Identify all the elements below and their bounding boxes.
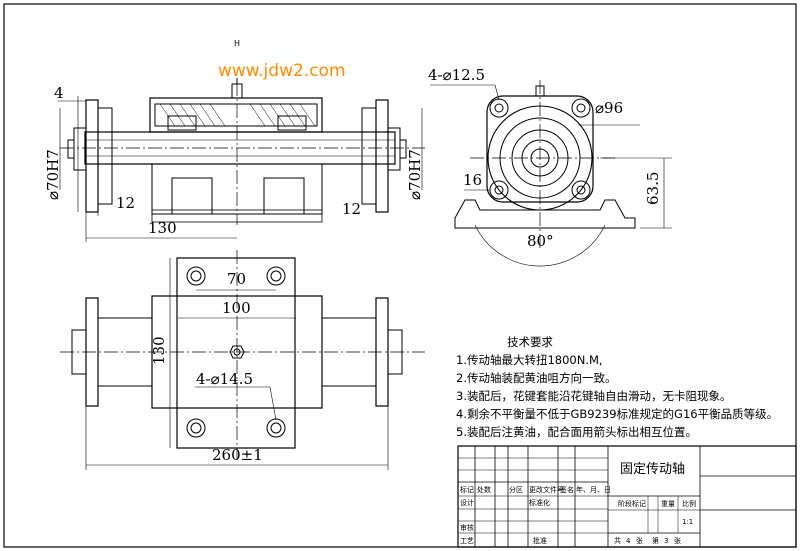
side-dim-holes: 4-⌀12.5 — [428, 66, 485, 84]
tb-unit2: 张 — [674, 536, 681, 545]
plan-dim-260: 260±1 — [212, 446, 263, 464]
tb-approve: 批准 — [533, 536, 547, 545]
tb-no: 3 — [664, 537, 668, 545]
title-block — [457, 445, 797, 548]
tech-requirements: 技术要求 1.传动轴最大转扭1800N.M, 2.传动轴装配黄油咀方向一致。 3… — [456, 335, 778, 439]
plan-dim-70: 70 — [227, 270, 246, 288]
tb-h-docno: 更改文件号 — [529, 485, 564, 494]
plan-view: 70 100 130 4-⌀14.5 260±1 — [60, 250, 425, 470]
tb-review: 审核 — [460, 523, 474, 532]
sheet-border — [3, 3, 797, 548]
tb-stage-label: 阶段标记 — [618, 499, 646, 508]
tb-scale-value: 1:1 — [682, 518, 693, 526]
tech-req-item: 4.剩余不平衡量不低于GB9239标准规定的G16平衡品质等级。 — [456, 407, 778, 421]
watermark: www.jdw2.com — [218, 61, 346, 81]
tb-std: 标准化 — [529, 498, 550, 507]
front-dim-phi70-left: ⌀70H7 — [44, 149, 62, 200]
plan-dim-130: 130 — [150, 336, 168, 365]
front-dim-130: 130 — [148, 219, 177, 237]
front-dim-4: 4 — [54, 84, 64, 102]
tech-req-title: 技术要求 — [507, 335, 553, 349]
title-block-text: 固定传动轴 标记 处数 分区 更改文件号 签名 年、月、日 设计 标准化 审核 … — [460, 462, 696, 545]
tb-design: 设计 — [460, 498, 474, 507]
tb-h-mark: 标记 — [460, 485, 474, 494]
side-dim-phi96: ⌀96 — [595, 99, 623, 117]
side-dim-63-5: 63.5 — [644, 172, 662, 205]
tb-scale-label: 比例 — [682, 499, 696, 508]
part-name: 固定传动轴 — [620, 462, 685, 477]
side-dim-angle: 80° — [527, 232, 554, 250]
tb-h-date: 年、月、日 — [576, 485, 611, 494]
front-view: 4 ⌀70H7 ⌀70H7 12 12 130 — [44, 78, 425, 242]
plan-dim-holes: 4-⌀14.5 — [196, 370, 253, 388]
tb-h-sign: 签名 — [560, 485, 574, 494]
tech-req-item: 2.传动轴装配黄油咀方向一致。 — [456, 371, 616, 385]
tech-req-item: 1.传动轴最大转扭1800N.M, — [456, 353, 603, 367]
top-mark: H — [234, 39, 240, 48]
tb-unit1: 张 — [636, 536, 643, 545]
tb-weight-label: 重量 — [661, 500, 675, 508]
tb-process: 工艺 — [460, 537, 474, 545]
tb-h-count: 处数 — [477, 485, 491, 494]
plan-dim-100: 100 — [222, 299, 251, 317]
tb-total: 4 — [626, 537, 631, 545]
front-dim-12-right: 12 — [342, 200, 361, 218]
tech-req-item: 5.装配后注黄油，配合面用箭头标出相互位置。 — [456, 425, 697, 439]
front-dim-12-left: 12 — [116, 194, 135, 212]
tech-req-item: 3.装配后，花键套能沿花键轴自由滑动，无卡阻现象。 — [456, 389, 731, 403]
tb-no-label: 第 — [652, 536, 659, 545]
side-view: 4-⌀12.5 ⌀96 16 63.5 80° — [428, 66, 672, 267]
tb-total-label: 共 — [614, 536, 621, 545]
front-dim-phi70-right: ⌀70H7 — [406, 149, 424, 200]
tb-h-zone: 分区 — [509, 485, 523, 494]
side-dim-16: 16 — [463, 171, 482, 189]
